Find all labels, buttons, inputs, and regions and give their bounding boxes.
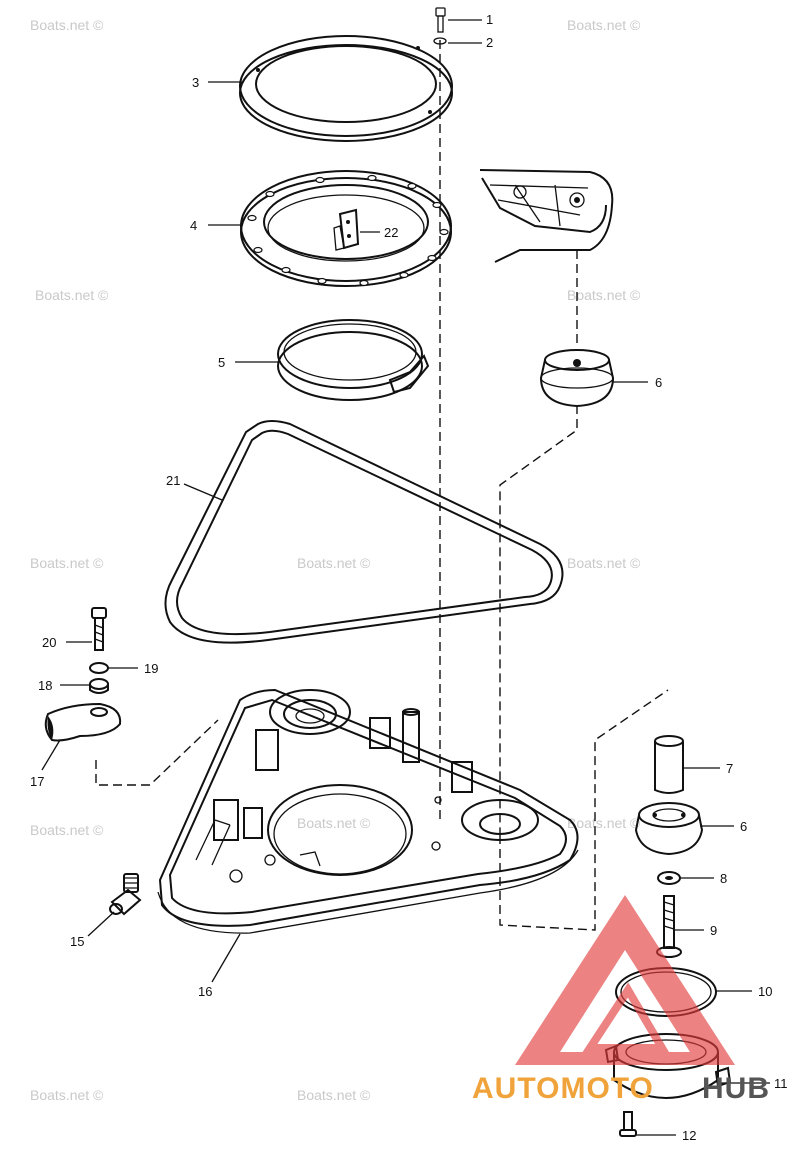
part-20-bolt xyxy=(91,607,107,651)
part-8-washer xyxy=(657,871,681,885)
callout-9: 9 xyxy=(710,923,717,938)
callout-19: 19 xyxy=(144,661,158,676)
part-7-sleeve xyxy=(654,735,684,794)
watermark: Boats.net © xyxy=(30,822,104,838)
callout-17: 17 xyxy=(30,774,44,789)
assembly-lines xyxy=(95,40,669,931)
callout-21: 21 xyxy=(166,473,180,488)
part-15-elbow-fitting xyxy=(109,873,142,916)
callout-8: 8 xyxy=(720,871,727,886)
watermark: Boats.net © xyxy=(567,17,641,33)
part-4-mounting-plate xyxy=(240,170,452,287)
part-6-rubber-mount-lower xyxy=(634,802,704,856)
part-1-bolt xyxy=(435,7,446,33)
part-21-belt xyxy=(164,420,564,644)
callout-22: 22 xyxy=(384,225,398,240)
callout-20: 20 xyxy=(42,635,56,650)
callout-6: 6 xyxy=(655,375,662,390)
part-5-clamp xyxy=(277,319,430,401)
part-12-bolt xyxy=(619,1111,637,1137)
watermark: Boats.net © xyxy=(30,1087,104,1103)
callout-11: 11 xyxy=(774,1076,788,1091)
callout-3: 3 xyxy=(192,75,199,90)
watermark: Boats.net © xyxy=(567,287,641,303)
watermark: Boats.net © xyxy=(297,555,371,571)
watermark: Boats.net © xyxy=(30,17,104,33)
watermark: Boats.net © xyxy=(567,555,641,571)
part-3-ring xyxy=(239,35,453,142)
part-19-washer xyxy=(89,662,109,674)
callout-2: 2 xyxy=(486,35,493,50)
callout-12: 12 xyxy=(682,1128,696,1143)
part-2-washer xyxy=(433,37,447,45)
brand-logo xyxy=(515,895,735,1065)
part-6-rubber-mount-upper xyxy=(539,349,615,408)
callout-6-lower: 6 xyxy=(740,819,747,834)
part-18-nut xyxy=(89,678,109,694)
callout-15: 15 xyxy=(70,934,84,949)
leader-lines xyxy=(41,19,770,1136)
engine-bracket xyxy=(479,169,614,263)
callout-1: 1 xyxy=(486,12,493,27)
callout-16: 16 xyxy=(198,984,212,999)
watermarks: Boats.net © Boats.net © Boats.net © Boat… xyxy=(30,17,641,1103)
callout-5: 5 xyxy=(218,355,225,370)
brand-text-right: HUB xyxy=(702,1072,770,1105)
callout-labels: 1 2 3 4 5 6 7 6 8 9 10 11 12 15 16 17 18… xyxy=(30,12,788,1143)
callout-10: 10 xyxy=(758,984,772,999)
watermark: Boats.net © xyxy=(30,555,104,571)
watermark: Boats.net © xyxy=(297,815,371,831)
callout-18: 18 xyxy=(38,678,52,693)
part-17-tensioner xyxy=(44,702,122,742)
watermark: Boats.net © xyxy=(35,287,109,303)
callout-7: 7 xyxy=(726,761,733,776)
part-22-clip xyxy=(333,208,360,251)
callout-4: 4 xyxy=(190,218,197,233)
part-16-base-housing xyxy=(157,688,579,934)
brand-text-left: AUTOMOTO xyxy=(472,1072,654,1105)
part-9-bolt xyxy=(656,895,682,958)
watermark: Boats.net © xyxy=(297,1087,371,1103)
watermark: Boats.net © xyxy=(567,815,641,831)
